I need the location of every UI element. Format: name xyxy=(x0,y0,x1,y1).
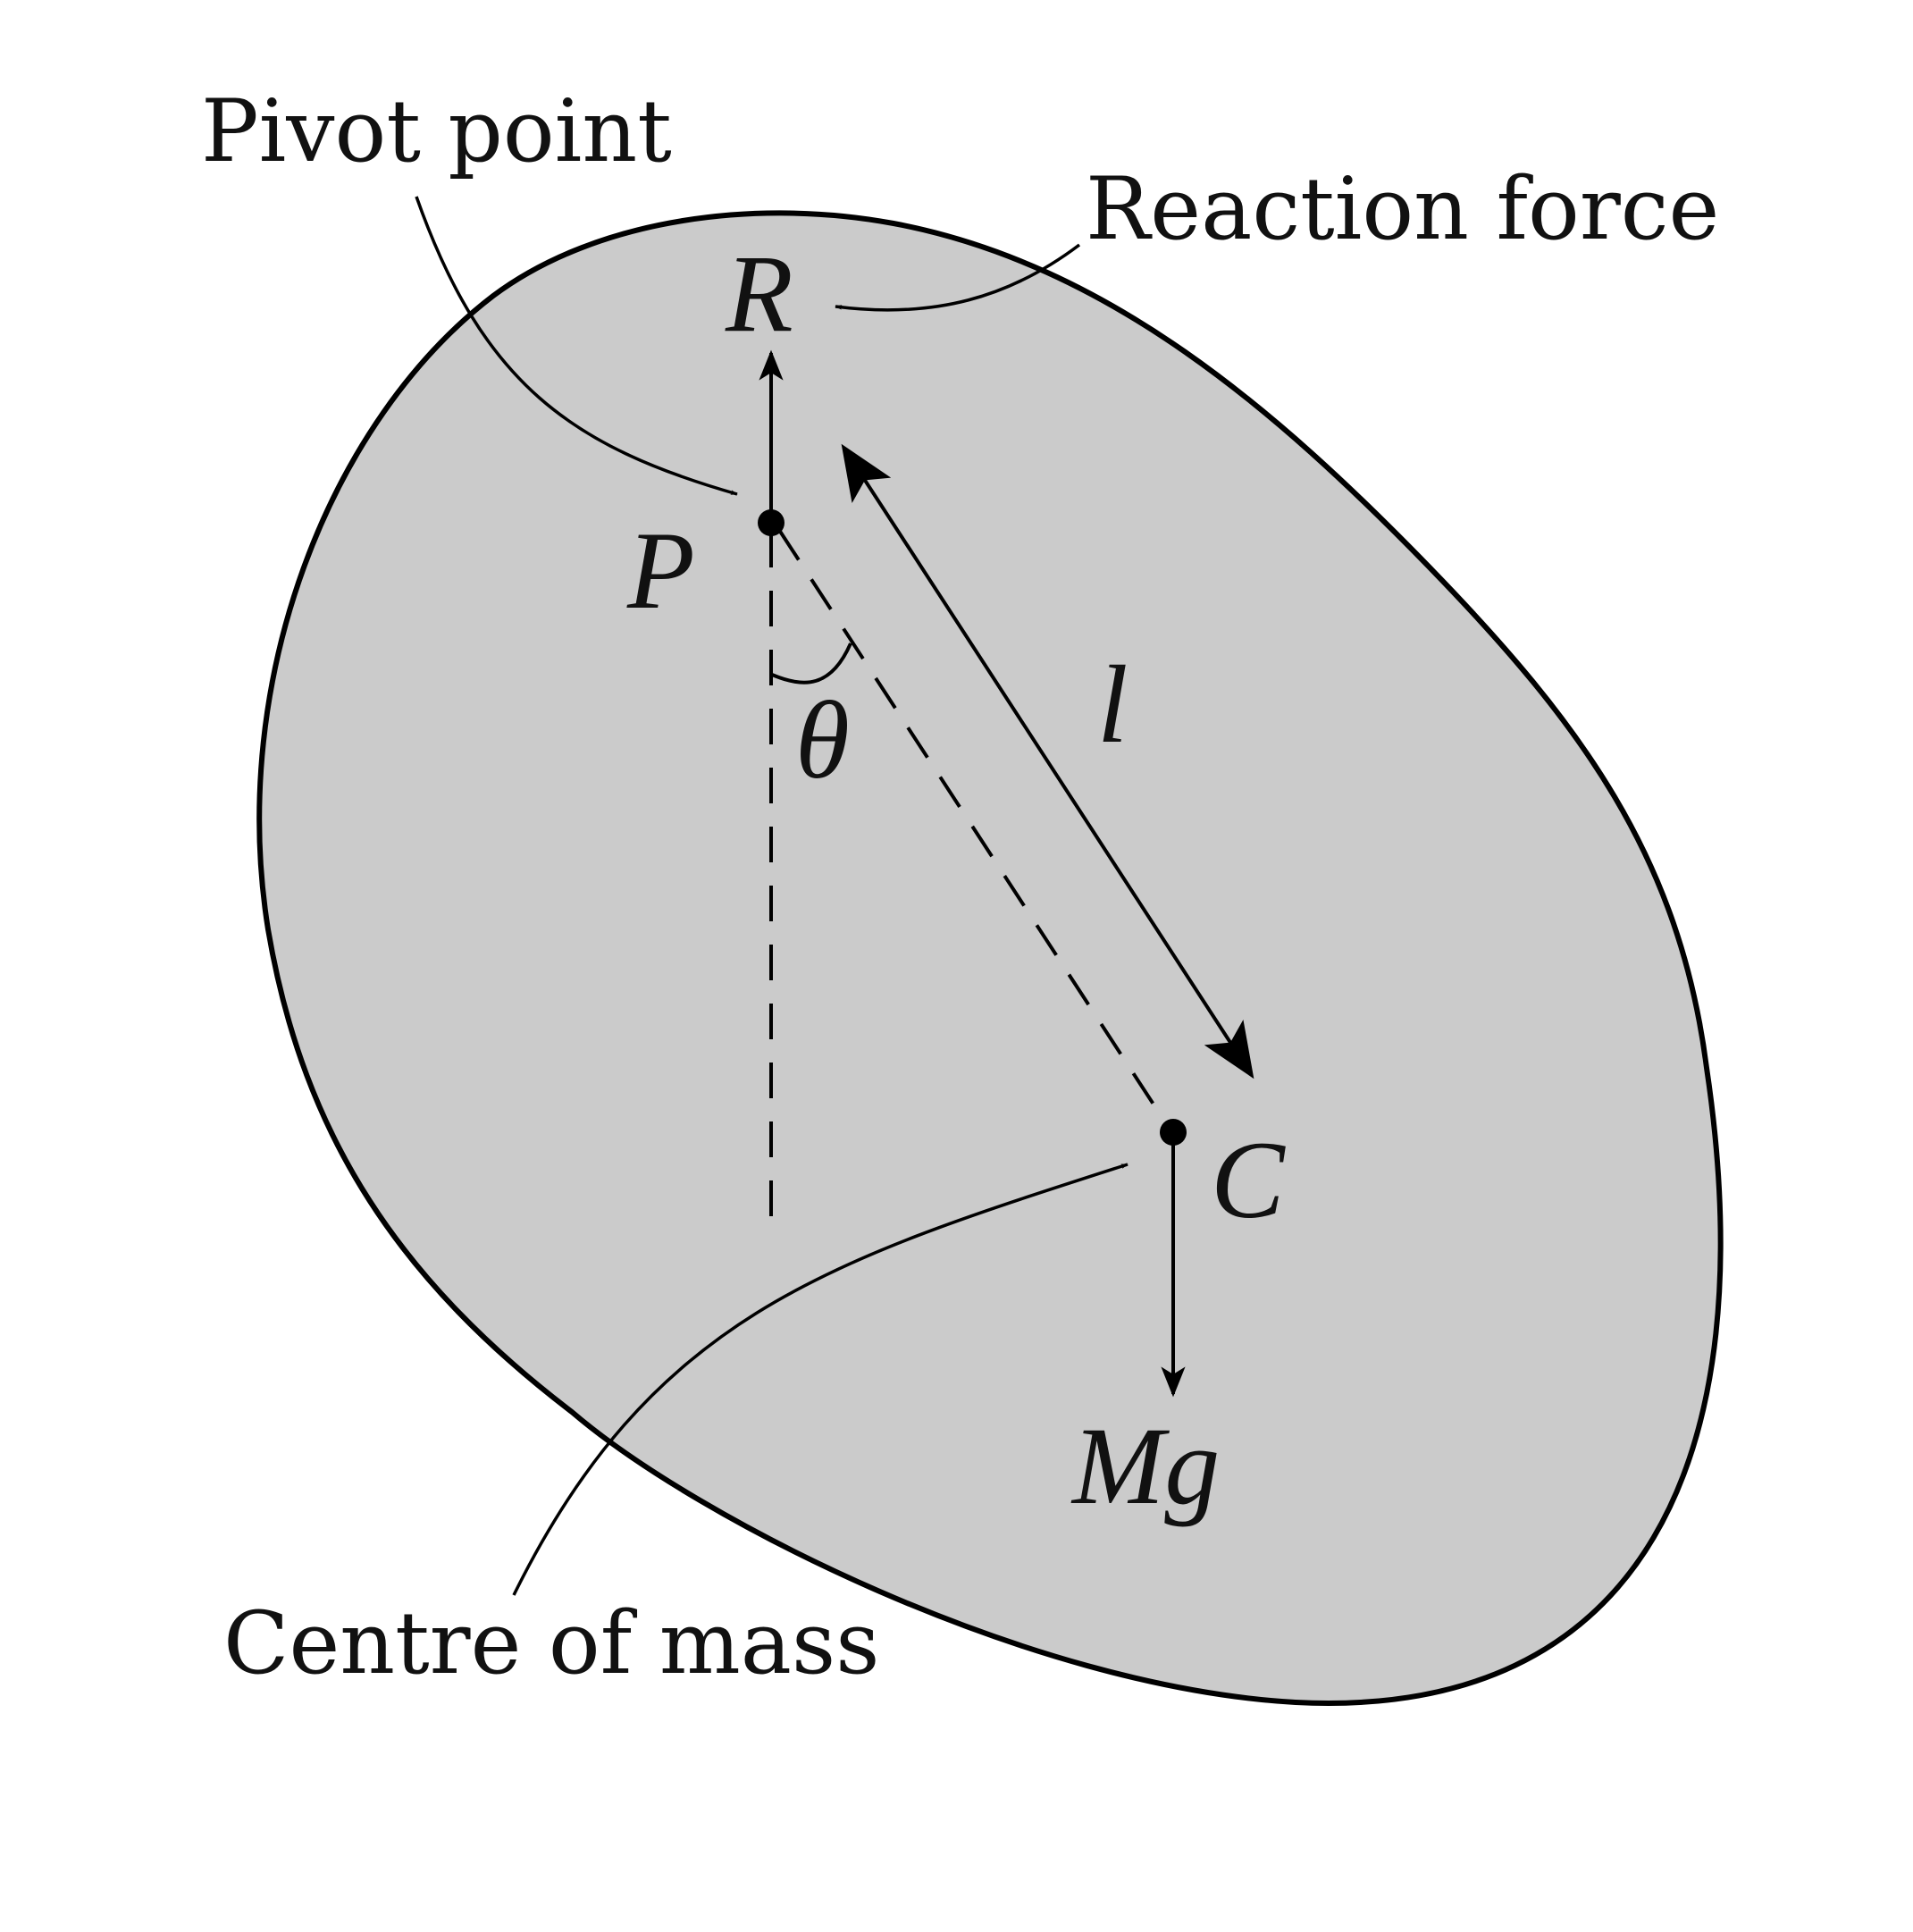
reaction-force-label: Reaction force xyxy=(1086,159,1719,259)
centre-of-mass-leader-arrow xyxy=(512,1163,1129,1596)
pivot-point-dot xyxy=(758,509,784,536)
angle-theta-symbol: θ xyxy=(795,679,850,802)
length-l-double-arrow xyxy=(841,443,1254,1079)
reaction-force-leader-arrow xyxy=(835,243,1081,312)
reaction-force-symbol: R xyxy=(725,232,793,355)
pivot-point-leader-arrow xyxy=(415,196,738,496)
weight-symbol: Mg xyxy=(1070,1405,1220,1527)
rigid-body-shape xyxy=(256,210,1724,1706)
length-l-symbol: l xyxy=(1097,643,1128,766)
pivot-point-label: Pivot point xyxy=(201,81,672,181)
centre-of-mass-label: Centre of mass xyxy=(223,1593,880,1693)
centre-of-mass-symbol: C xyxy=(1211,1119,1286,1241)
centre-of-mass-dot xyxy=(1160,1119,1187,1146)
pivot-symbol: P xyxy=(626,509,695,632)
